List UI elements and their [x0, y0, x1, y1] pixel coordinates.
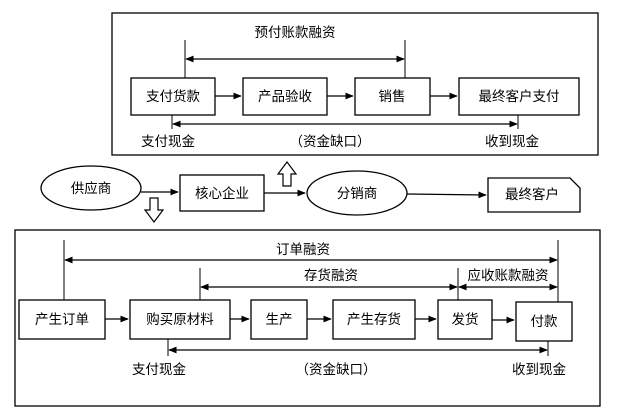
top-node-pay-goods [130, 77, 216, 116]
prepayment-financing-label: 预付账款融资 [255, 25, 336, 41]
bottom-node-inventory [332, 299, 416, 340]
bottom-node-create-order [18, 299, 106, 340]
inventory-financing-label: 存货融资 [304, 267, 358, 284]
distributor-label: 分销商 [337, 186, 378, 202]
supplier-label: 供应商 [71, 180, 112, 197]
bottom-panel-frame [14, 229, 601, 407]
bottom-node-buy-materials-label: 购买原材料 [146, 312, 214, 328]
bottom-node-shipping [437, 299, 493, 340]
top-node-customer-pay-label: 最终客户支付 [479, 88, 560, 105]
order-financing-label: 订单融资 [276, 242, 330, 258]
top-node-inspection-label: 产品验收 [258, 89, 312, 105]
receivable-financing-label: 应收账款融资 [468, 267, 549, 284]
bottom-receive-cash-label: 收到现金 [512, 362, 566, 378]
top-receive-cash-label: 收到现金 [485, 134, 539, 150]
final-customer-node [487, 177, 581, 213]
distributor-node [306, 170, 408, 216]
supplier-node [40, 165, 142, 211]
bottom-node-production-label: 生产 [266, 312, 293, 328]
distributor-to-customer-arrow [406, 191, 487, 199]
bottom-node-payment [515, 301, 573, 342]
bottom-node-create-order-label: 产生订单 [35, 312, 89, 328]
final-customer-label: 最终客户 [505, 186, 559, 203]
bottom-node-payment-label: 付款 [531, 314, 559, 330]
down-hollow-arrow-icon [143, 197, 165, 223]
up-hollow-arrow-icon [276, 161, 298, 187]
core-enterprise-label: 核心企业 [195, 185, 249, 202]
top-node-customer-pay [458, 77, 580, 116]
top-node-pay-goods-label: 支付货款 [146, 88, 200, 105]
bottom-node-inventory-label: 产生存货 [347, 311, 401, 328]
bottom-node-buy-materials [129, 299, 231, 340]
top-node-inspection [242, 77, 328, 116]
top-gap-label: （资金缺口） [290, 134, 371, 150]
top-panel-frame [111, 12, 599, 156]
bottom-gap-label: （资金缺口） [296, 362, 377, 378]
bottom-pay-cash-label: 支付现金 [132, 362, 186, 378]
bottom-node-shipping-label: 发货 [452, 311, 479, 328]
top-node-sales-label: 销售 [379, 89, 406, 105]
core-enterprise-node [179, 174, 265, 212]
top-pay-cash-label: 支付现金 [141, 134, 195, 150]
